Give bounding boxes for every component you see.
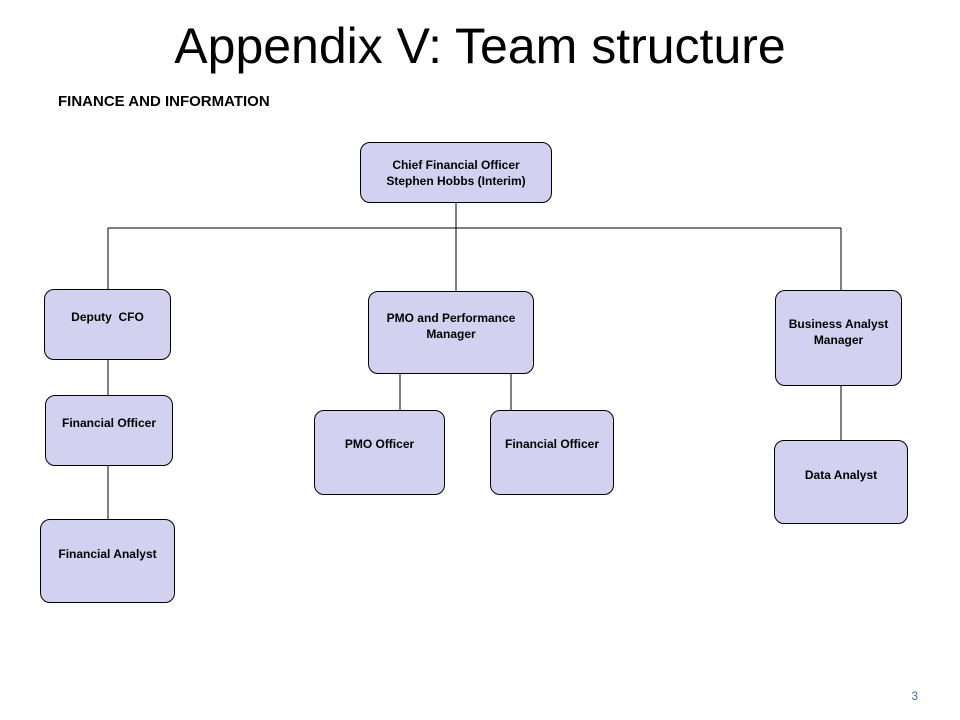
section-title: FINANCE AND INFORMATION (58, 93, 270, 110)
page-number: 3 (911, 689, 918, 703)
data-analyst-box: Data Analyst (774, 440, 908, 524)
slide-title: Appendix V: Team structure (174, 18, 786, 74)
financial-analyst-title: Financial Analyst (58, 547, 157, 561)
pmo-manager-title-line2: Manager (426, 327, 476, 341)
cfo-name: Stephen Hobbs (Interim) (386, 173, 526, 188)
cfo-title: Chief Financial Officer (392, 157, 520, 172)
data-analyst-title: Data Analyst (804, 468, 878, 482)
pmo-officer-title: PMO Officer (344, 437, 415, 451)
deputy-cfo-box: Deputy CFO (44, 289, 171, 360)
business-analyst-manager-title-line2: Manager (813, 333, 864, 347)
business-analyst-manager-title-line1: Business Analyst (788, 317, 889, 331)
pmo-manager-box: PMO and Performance Manager (368, 291, 534, 374)
pmo-manager-title-line1: PMO and Performance (386, 311, 516, 325)
deputy-financial-officer-title: Financial Officer (61, 416, 157, 430)
cfo-box: Chief Financial Officer Stephen Hobbs (I… (360, 142, 552, 203)
pmo-officer-box: PMO Officer (314, 410, 445, 495)
pmo-financial-officer-title: Financial Officer (504, 437, 600, 451)
deputy-cfo-title: Deputy CFO (71, 310, 144, 324)
pmo-financial-officer-box: Financial Officer (490, 410, 614, 495)
business-analyst-manager-box: Business Analyst Manager (775, 290, 902, 386)
financial-analyst-box: Financial Analyst (40, 519, 175, 603)
deputy-financial-officer-box: Financial Officer (45, 395, 173, 466)
